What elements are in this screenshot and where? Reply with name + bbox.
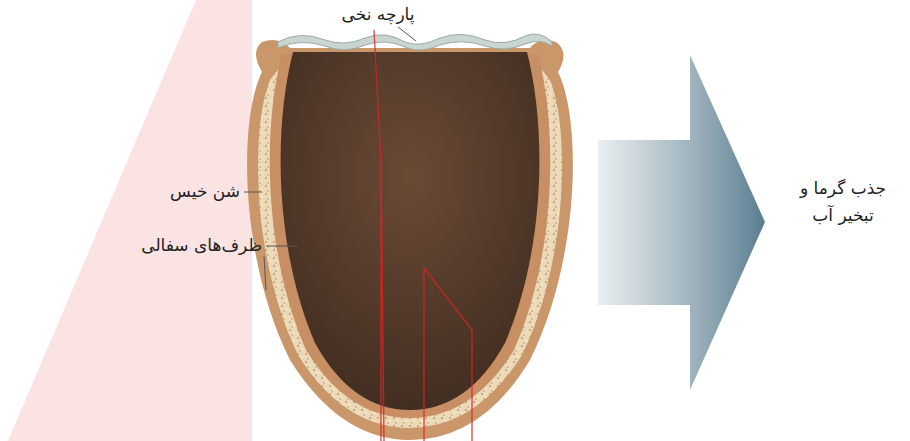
part-label: پارچه نخی [341, 1, 414, 28]
cotton-cloth [278, 34, 552, 50]
part-label: ظرف‌های سفالی [141, 232, 262, 259]
heat-arrow [598, 55, 765, 390]
pot-interior [281, 52, 540, 410]
watermark-band [8, 0, 252, 441]
watermark-lines [374, 30, 472, 441]
part-label: جذب گرما و تبخیر آب [782, 175, 904, 229]
part-label: شن خیس [170, 178, 240, 205]
outer-pot [247, 40, 573, 440]
leader-line [244, 27, 416, 290]
